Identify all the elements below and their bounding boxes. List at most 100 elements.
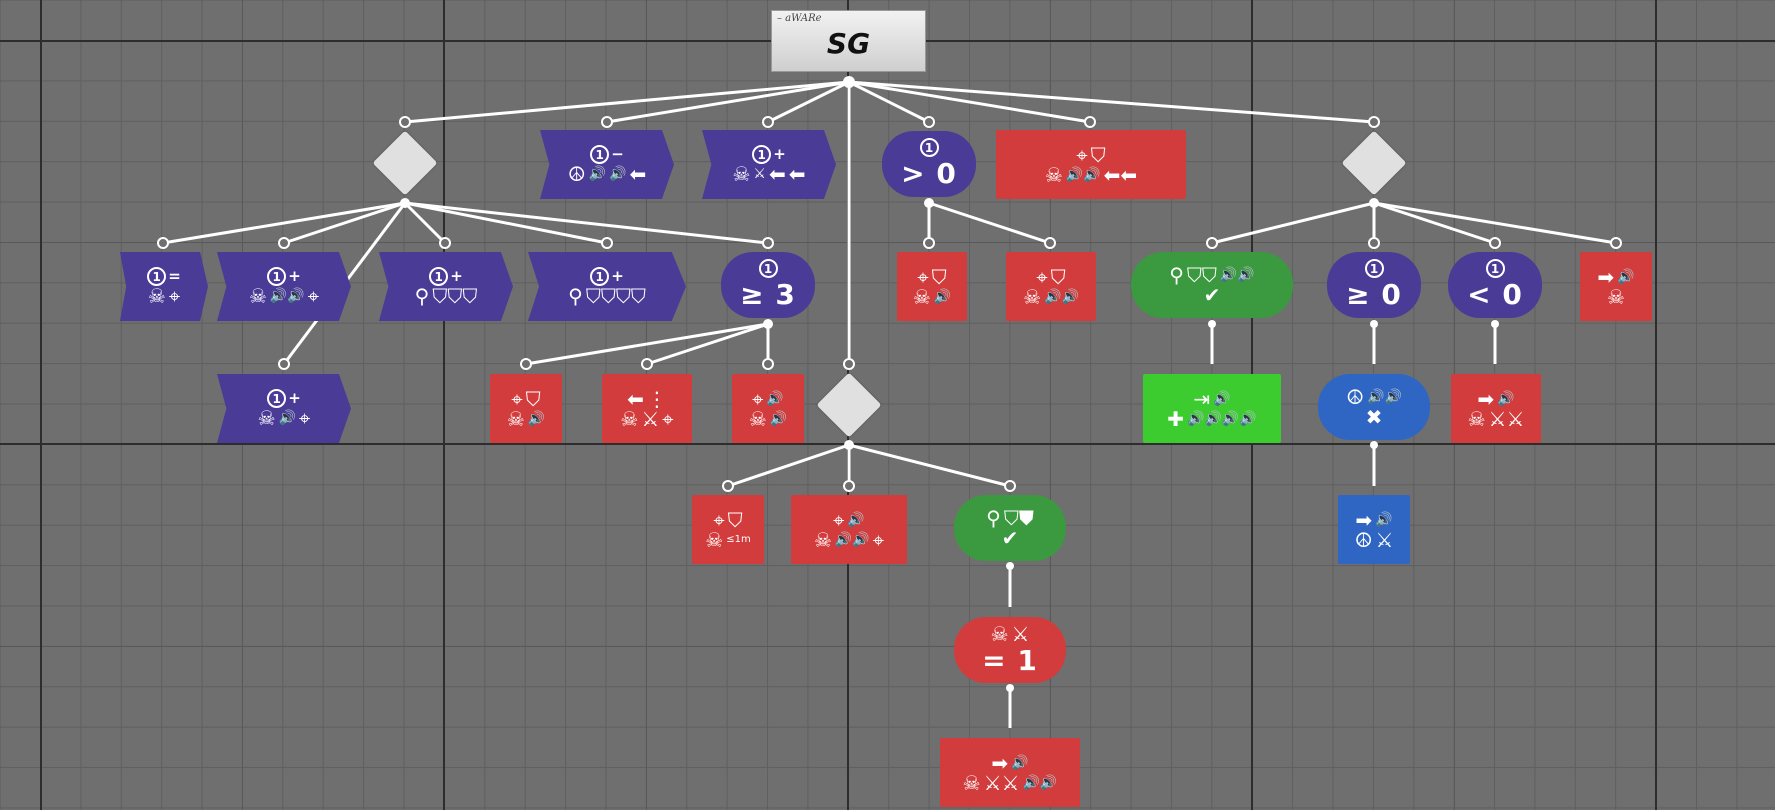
count-plus-node-a[interactable]: 1+ ☠🔊🔊⌖	[217, 252, 351, 321]
target-sound-node-b[interactable]: ⌖🔊 ☠🔊🔊⌖	[791, 495, 907, 564]
crosshair-icon: ⌖	[872, 527, 885, 552]
count-decrement-node[interactable]: 1− ☮🔊🔊⬅	[540, 130, 674, 199]
skull-icon: ☠	[705, 527, 724, 552]
root-caption: – aWARe	[777, 13, 822, 24]
count-plus-node-c[interactable]: 1+ ⚲⛉⛉⛉⛉	[528, 252, 686, 321]
more-icon: ⋮	[646, 386, 667, 411]
arrow-left-icon: ⬅	[768, 162, 786, 186]
shield-icon: ⛉⛉⛉⛉	[585, 284, 646, 308]
location-pin-icon: ⚲	[986, 506, 1001, 530]
plus-label: +	[288, 389, 301, 407]
location-pin-icon: ⚲	[568, 284, 583, 308]
root-title: SG	[826, 27, 871, 60]
count-one-icon: 1	[429, 267, 449, 286]
skull-icon: ☠	[1044, 162, 1063, 187]
sword-icon: ⚔	[1375, 527, 1394, 552]
arrow-left-icon: ⬅⬅	[1103, 162, 1138, 187]
crosshair-icon: ⌖	[168, 284, 181, 308]
plus-label: +	[450, 267, 463, 285]
target-shield-node-c[interactable]: ⌖⛉ ☠🔊	[490, 374, 562, 443]
shield-icon: ⛉⛊	[1003, 506, 1034, 530]
arrow-left-icon: ⬅	[788, 162, 806, 186]
target-shield-sound-node[interactable]: ⌖⛉ ☠🔊	[897, 252, 967, 321]
count-gt-zero-node[interactable]: 1 > 0	[882, 131, 976, 197]
plus-label: +	[288, 267, 301, 285]
skull-icon: ☠	[506, 406, 525, 431]
sword-icon: ⚔⚔	[983, 770, 1020, 795]
skull-icon: ☠	[1023, 284, 1042, 309]
count-plus-node-d[interactable]: 1+ ☠🔊⌖	[217, 374, 351, 443]
shield-icon: ⛉⛉⛉	[432, 284, 478, 308]
sound-icon: 🔊🔊	[269, 288, 305, 304]
sound-icon: 🔊🔊	[834, 531, 870, 548]
grid-line	[1655, 0, 1657, 810]
location-shield-check-node[interactable]: ⚲⛉⛉🔊🔊 ✔	[1131, 252, 1293, 318]
skull-icon: ☠	[990, 621, 1009, 646]
arrow-right-icon: ➡	[1477, 386, 1495, 411]
sound-icon: 🔊	[1375, 511, 1393, 528]
shield-icon: ⛉	[931, 264, 947, 289]
crosshair-icon: ⌖	[662, 406, 674, 431]
crosshair-icon: ⌖	[511, 386, 523, 411]
sound-icon: 🔊	[588, 166, 607, 182]
move-sword-node[interactable]: ➡🔊 ☠⚔⚔	[1451, 374, 1541, 443]
sound-icon: 🔊	[933, 288, 952, 305]
sound-icon: 🔊	[847, 511, 865, 528]
move-peace-node[interactable]: ➡🔊 ☮⚔	[1338, 495, 1410, 564]
exit-icon: ⇥	[1193, 386, 1211, 411]
condition-label: = 1	[982, 643, 1038, 677]
crosshair-icon: ⌖	[1036, 264, 1048, 289]
sound-icon: 🔊🔊	[1044, 288, 1079, 305]
skull-icon: ☠	[248, 284, 267, 308]
location-shield-check-node-b[interactable]: ⚲⛉⛊ ✔	[954, 495, 1066, 561]
target-shield-node[interactable]: ⌖⛉ ☠🔊🔊⬅⬅	[996, 130, 1186, 199]
shield-icon: ⛉	[727, 507, 743, 532]
count-ge-zero-node[interactable]: 1 ≥ 0	[1327, 252, 1421, 318]
count-eq-one-node[interactable]: ☠⚔ = 1	[954, 617, 1066, 683]
count-equal-node[interactable]: 1= ☠⌖	[120, 252, 208, 321]
count-increment-node[interactable]: 1+ ☠⚔⬅⬅	[702, 130, 836, 199]
sound-icon: 🔊	[527, 410, 546, 427]
count-one-icon: 1	[590, 267, 610, 286]
grid-line	[0, 443, 1775, 445]
plus-label: +	[773, 145, 786, 163]
count-ge-three-node[interactable]: 1 ≥ 3	[721, 252, 815, 318]
skull-icon: ☠	[1467, 406, 1486, 431]
condition-label: > 0	[901, 157, 957, 190]
count-one-icon: 1	[1364, 259, 1384, 278]
sound-icon: 🔊	[609, 166, 627, 182]
grid-line	[443, 0, 445, 810]
sound-icon: 🔊	[1497, 390, 1515, 407]
skull-icon: ☠	[962, 770, 981, 795]
plus-icon: ✚	[1167, 406, 1185, 431]
shield-icon: ⛉⛉	[1186, 263, 1217, 287]
count-one-icon: 1	[1485, 259, 1505, 278]
minus-label: −	[611, 145, 624, 163]
final-move-node[interactable]: ➡🔊 ☠⚔⚔🔊🔊	[940, 738, 1080, 807]
retreat-node[interactable]: ⬅⋮ ☠⚔⌖	[602, 374, 692, 443]
sound-icon: 🔊	[1617, 268, 1635, 285]
count-one-icon: 1	[267, 389, 287, 408]
plus-label: +	[611, 267, 624, 285]
sound-icon: 🔊	[1213, 390, 1231, 407]
target-shield-sound-node-b[interactable]: ⌖⛉ ☠🔊🔊	[1006, 252, 1096, 321]
heal-node[interactable]: ⇥🔊 ✚🔊🔊🔊🔊	[1143, 374, 1281, 443]
peace-icon: ☮	[1346, 385, 1365, 409]
move-sound-node[interactable]: ➡🔊 ☠	[1580, 252, 1652, 321]
distance-label: ≤1m	[726, 533, 751, 545]
shield-icon: ⛉	[1050, 264, 1066, 289]
skull-icon: ☠	[147, 284, 166, 308]
target-distance-node[interactable]: ⌖⛉ ☠≤1m	[692, 495, 764, 564]
peace-cancel-node[interactable]: ☮🔊🔊 ✖	[1318, 374, 1430, 440]
count-lt-zero-node[interactable]: 1 < 0	[1448, 252, 1542, 318]
sword-icon: ⚔	[753, 166, 766, 182]
count-plus-node-b[interactable]: 1+ ⚲⛉⛉⛉	[379, 252, 513, 321]
sword-icon: ⚔	[1011, 621, 1030, 646]
sound-icon: 🔊🔊	[1219, 267, 1255, 283]
skull-icon: ☠	[257, 406, 276, 430]
sound-icon: 🔊🔊	[1367, 389, 1402, 405]
root-node[interactable]: – aWARe SG	[771, 10, 926, 72]
crosshair-icon: ⌖	[307, 284, 320, 308]
target-sound-node[interactable]: ⌖🔊 ☠🔊	[732, 374, 804, 443]
count-one-icon: 1	[752, 145, 772, 164]
